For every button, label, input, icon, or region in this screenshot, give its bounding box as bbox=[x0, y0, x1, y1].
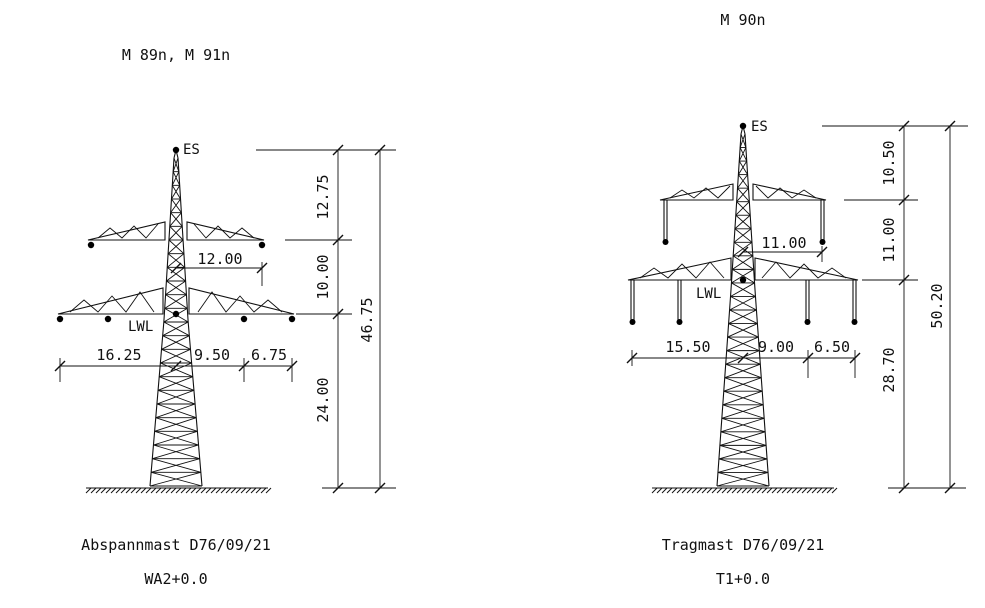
left-ground bbox=[85, 487, 272, 494]
right-dim-lower-left: 15.50 bbox=[665, 338, 710, 356]
left-conductor-dots bbox=[56, 146, 296, 323]
left-dim-lower-mid: 9.50 bbox=[194, 346, 230, 364]
right-dim-top: 10.50 bbox=[880, 140, 898, 185]
left-es-label: ES bbox=[183, 142, 200, 158]
left-dim-lower-left: 16.25 bbox=[96, 346, 141, 364]
right-tower-title: M 90n bbox=[720, 11, 765, 29]
earth-wire-point bbox=[172, 146, 180, 154]
conductor-point bbox=[288, 315, 296, 323]
right-dim-lower-mid: 9.00 bbox=[758, 338, 794, 356]
right-ground bbox=[651, 487, 838, 494]
conductor-point bbox=[258, 241, 266, 249]
left-tower-lattice bbox=[149, 149, 203, 487]
lwl-point bbox=[739, 276, 747, 284]
left-dim-upper-arm: 12.00 bbox=[197, 250, 242, 268]
left-dim-mid: 10.00 bbox=[314, 254, 332, 299]
conductor-point bbox=[629, 319, 636, 325]
left-tower-group: M 89n, M 91n ES LWL bbox=[54, 46, 396, 588]
right-insulators bbox=[629, 122, 858, 325]
conductor-point bbox=[662, 239, 669, 245]
right-dim-bottom: 28.70 bbox=[880, 347, 898, 392]
conductor-point bbox=[56, 315, 64, 323]
left-tower-code: WA2+0.0 bbox=[144, 570, 207, 588]
conductor-point bbox=[240, 315, 248, 323]
right-es-label: ES bbox=[751, 119, 768, 135]
left-lwl-label: LWL bbox=[128, 319, 153, 335]
conductor-point bbox=[104, 315, 112, 323]
left-upper-crossarm bbox=[87, 221, 265, 241]
right-horizontal-dimensions bbox=[626, 246, 861, 378]
right-tower-group: M 90n bbox=[626, 11, 968, 588]
conductor-point bbox=[87, 241, 95, 249]
conductor-point bbox=[851, 319, 858, 325]
right-dim-lower-right: 6.50 bbox=[814, 338, 850, 356]
left-lower-crossarm bbox=[57, 287, 295, 315]
conductor-point bbox=[676, 319, 683, 325]
conductor-point bbox=[804, 319, 811, 325]
lwl-point bbox=[172, 310, 180, 318]
earth-wire-point bbox=[739, 122, 747, 130]
left-tower-caption: Abspannmast D76/09/21 bbox=[81, 536, 271, 554]
left-tower-title: M 89n, M 91n bbox=[122, 46, 230, 64]
right-dim-total: 50.20 bbox=[928, 283, 946, 328]
right-vertical-dimensions bbox=[822, 120, 968, 494]
conductor-point bbox=[819, 239, 826, 245]
left-dim-bottom: 24.00 bbox=[314, 377, 332, 422]
left-dim-lower-right: 6.75 bbox=[251, 346, 287, 364]
right-dim-upper-arm: 11.00 bbox=[761, 234, 806, 252]
right-tower-code: T1+0.0 bbox=[716, 570, 770, 588]
right-tower-caption: Tragmast D76/09/21 bbox=[662, 536, 825, 554]
right-lwl-label: LWL bbox=[696, 286, 721, 302]
right-upper-crossarm bbox=[659, 183, 827, 201]
right-lower-crossarm bbox=[627, 257, 859, 281]
left-horizontal-dimensions bbox=[54, 262, 298, 382]
left-vertical-dimensions bbox=[256, 144, 396, 494]
left-dim-top: 12.75 bbox=[314, 174, 332, 219]
right-tower-lattice bbox=[716, 125, 770, 487]
left-dim-total: 46.75 bbox=[358, 297, 376, 342]
right-dim-mid: 11.00 bbox=[880, 217, 898, 262]
